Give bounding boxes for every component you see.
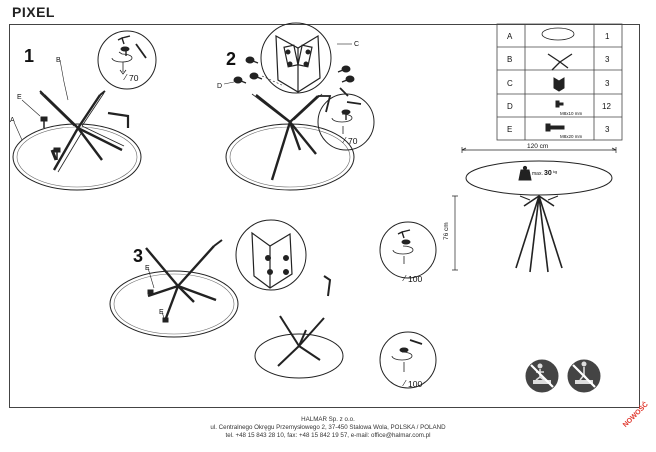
footer-address: ul. Centralnego Okręgu Przemysłowego 2, … [210, 424, 446, 431]
table-legs-side [515, 195, 563, 273]
bracket-icon [553, 77, 565, 92]
part-letter: B [507, 55, 512, 64]
label-b: B [56, 57, 61, 64]
tabletop-outline [12, 123, 142, 191]
base-legs-small [277, 315, 325, 367]
no-sitting-warning-icon [567, 359, 601, 393]
width-dimension: 120 cm [527, 143, 548, 150]
bracket-detail-step3 [235, 219, 307, 291]
footer-contact: tel. +48 15 843 28 10, fax: +48 15 842 1… [225, 432, 431, 439]
max-load-prefix: max. [532, 171, 543, 177]
label-e-step3b: E [159, 309, 164, 316]
tabletop-icon [541, 27, 575, 41]
part-letter: A [507, 32, 513, 41]
torque-detail-step3b: ⁄ 100 [379, 331, 437, 389]
part-spec: M8x10 mm [560, 111, 583, 116]
parts-table-row-c: C 3 [507, 77, 610, 92]
torque-value-step3a: 100 [408, 274, 422, 284]
parts-table-row-b: B 3 [507, 53, 610, 71]
parts-table-row-a: A 1 [507, 27, 610, 41]
svg-text:⁄: ⁄ [123, 72, 128, 82]
label-e-step3: E [145, 265, 150, 272]
step-1-illustration: B E A ⁄ 70 [10, 30, 157, 191]
part-qty: 3 [605, 125, 610, 134]
label-c: C [354, 41, 359, 48]
tabletop-outline-small [254, 333, 344, 379]
max-load-unit: kg [553, 169, 557, 174]
base-legs [145, 245, 217, 319]
tabletop-outline [109, 270, 239, 338]
torque-value-step1: 70 [129, 73, 139, 83]
step-number-3: 3 [133, 246, 143, 266]
parts-table-row-d: D M8x10 mm 12 [507, 100, 611, 116]
label-d: D [217, 83, 222, 90]
table-top-side [465, 160, 613, 196]
bracket-detail [260, 22, 332, 94]
screw-e-step1 [40, 116, 48, 128]
no-standing-warning-icon [525, 359, 559, 393]
screw-e-step1b [53, 147, 61, 160]
step-3-illustration: E E [109, 219, 437, 389]
torque-value-step2: 70 [348, 136, 358, 146]
step-number-2: 2 [226, 49, 236, 69]
tabletop-outline [225, 123, 355, 191]
base-legs [251, 93, 323, 181]
weight-icon [518, 165, 532, 181]
instruction-frame [9, 24, 640, 408]
torque-value-step3b: 100 [408, 379, 422, 389]
part-letter: C [507, 79, 513, 88]
part-qty: 3 [605, 79, 610, 88]
torque-detail-step3a: ⁄ 100 [379, 221, 437, 284]
footer-company: HALMAR Sp. z o.o. [301, 416, 355, 423]
torque-detail-step1: ⁄ 70 [97, 30, 157, 90]
part-letter: E [507, 125, 512, 134]
parts-table [496, 23, 623, 141]
part-qty: 3 [605, 55, 610, 64]
svg-text:⁄: ⁄ [402, 273, 407, 283]
label-e: E [17, 94, 22, 101]
label-a: A [10, 117, 15, 124]
svg-text:⁄: ⁄ [342, 135, 347, 145]
parts-table-row-e: E M8x20 mm 3 [507, 123, 610, 139]
max-load-value: 30 [544, 170, 552, 177]
height-dimension: 76 cm [443, 222, 450, 240]
dimension-drawing: 120 cm max. 30 kg 76 cm [443, 143, 617, 273]
base-frame-icon [547, 53, 573, 71]
screw-long-icon [545, 123, 565, 132]
step-2-illustration: C D ⁄ 70 [217, 22, 375, 191]
svg-text:⁄: ⁄ [402, 378, 407, 388]
torque-detail-step2: ⁄ 70 [317, 93, 375, 151]
base-legs [39, 92, 125, 173]
part-letter: D [507, 102, 513, 111]
screws-e-step3 [147, 289, 169, 323]
step-number-1: 1 [24, 46, 34, 66]
part-qty: 12 [602, 102, 611, 111]
screw-small-icon [555, 100, 564, 108]
screws-d [233, 56, 355, 84]
part-qty: 1 [605, 32, 610, 41]
part-spec: M8x20 mm [560, 134, 583, 139]
product-title: PIXEL [12, 4, 55, 20]
